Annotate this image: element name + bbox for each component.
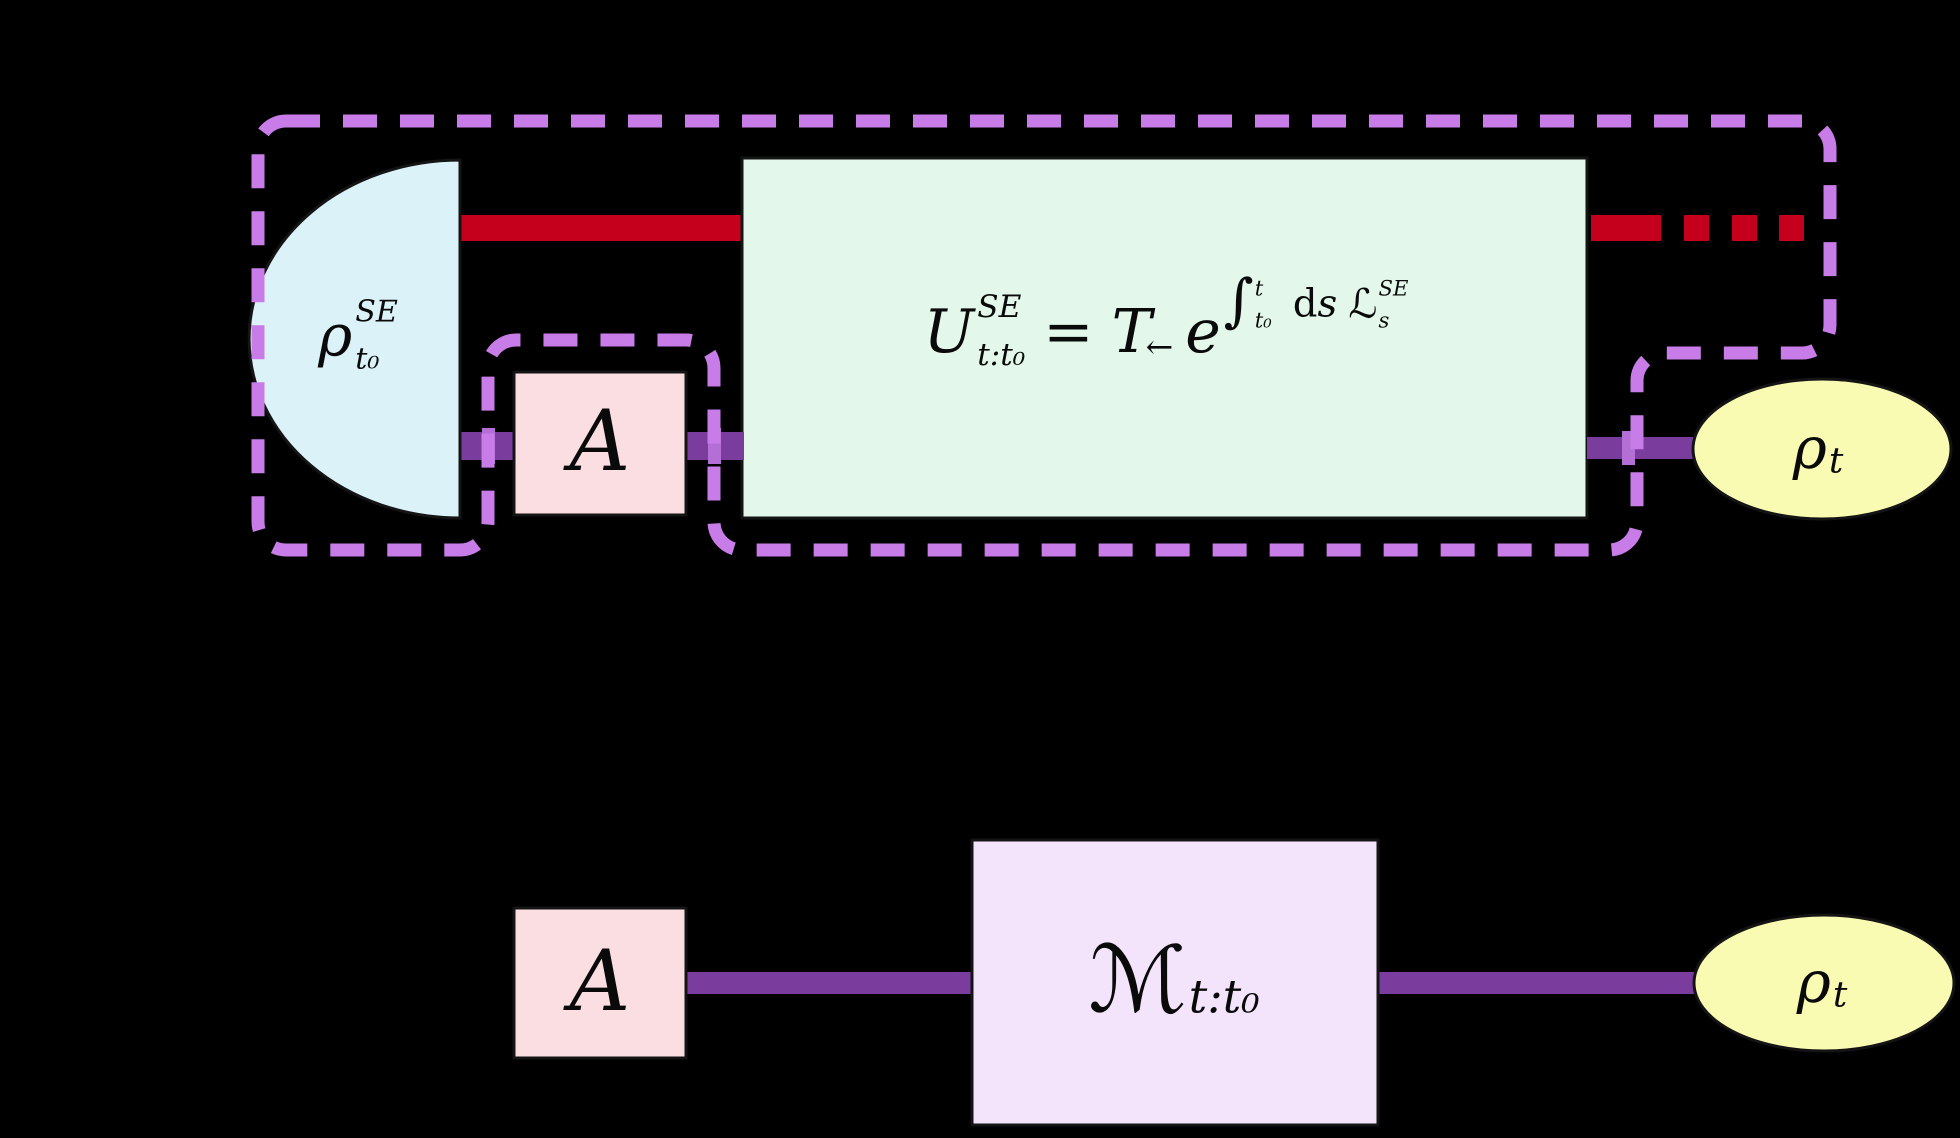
exponential-base: e xyxy=(1185,297,1221,367)
intervention-label-bottom: A xyxy=(569,932,631,1030)
e-wire-solid xyxy=(461,215,742,241)
output-state-label-bottom: ρ t xyxy=(1797,948,1848,1016)
superscript: SE xyxy=(355,294,398,330)
initial-state-shape xyxy=(247,158,462,520)
liouvillian-scripts: SE s xyxy=(1378,278,1408,331)
equals-sign: = xyxy=(1043,297,1094,367)
dynamical-map-box xyxy=(970,838,1380,1127)
exponent: ∫ t t₀ ds ℒ SE s xyxy=(1223,266,1409,334)
e-wire-dash-segment xyxy=(1684,215,1709,241)
superscript: SE xyxy=(977,289,1022,326)
initial-state-label: ρ SE t₀ xyxy=(318,294,398,377)
intervention-box-bottom xyxy=(512,906,688,1060)
e-wire-dash-segment xyxy=(1779,215,1804,241)
unitary-scripts: SE t:t₀ xyxy=(977,292,1025,372)
output-state-ellipse-bottom xyxy=(1692,913,1956,1053)
map-symbol: ℳ xyxy=(1088,926,1187,1034)
map-input-wire xyxy=(686,972,976,994)
subscript: t xyxy=(1828,440,1844,482)
intervention-label-top: A xyxy=(569,392,631,490)
rho-symbol: ρ xyxy=(1792,414,1827,482)
integral-sign: ∫ xyxy=(1223,266,1254,334)
differential-term: ds xyxy=(1293,282,1337,327)
output-state-ellipse-top xyxy=(1691,377,1953,521)
map-output-wire xyxy=(1378,972,1698,994)
unitary-symbol: U xyxy=(923,297,975,367)
superscript: SE xyxy=(1378,275,1409,301)
left-arrow-subscript: ← xyxy=(1145,327,1174,367)
intervention-box-top xyxy=(512,370,688,517)
e-wire-dash-segment xyxy=(1732,215,1757,241)
lower-limit: t₀ xyxy=(1254,307,1272,333)
liouvillian-symbol: ℒ xyxy=(1348,280,1378,328)
subscript: s xyxy=(1378,307,1390,333)
rho-symbol: ρ xyxy=(318,301,353,370)
subscript: t₀ xyxy=(355,341,380,377)
output-state-label-top: ρ t xyxy=(1793,414,1844,482)
subscript: t xyxy=(1832,974,1848,1016)
upper-limit: t xyxy=(1254,275,1264,301)
integral-limits: t t₀ xyxy=(1255,278,1272,331)
se-dilation-dashed-boundary xyxy=(251,114,1837,557)
time-ordering-symbol: T xyxy=(1111,297,1152,367)
initial-state-scripts: SE t₀ xyxy=(355,294,398,377)
rho-symbol: ρ xyxy=(1796,948,1831,1016)
e-wire-dash-segment xyxy=(1591,215,1661,241)
integration-variable: s xyxy=(1317,281,1338,327)
dynamical-map-label: ℳ t:t₀ xyxy=(1088,927,1259,1034)
unitary-equation: U SE t:t₀ = T ← e ∫ t t₀ ds ℒ SE s xyxy=(923,272,1409,372)
subscript: t:t₀ xyxy=(1188,969,1260,1024)
differential-d: d xyxy=(1292,281,1318,327)
subscript: t:t₀ xyxy=(977,337,1026,374)
unitary-box xyxy=(740,156,1589,520)
